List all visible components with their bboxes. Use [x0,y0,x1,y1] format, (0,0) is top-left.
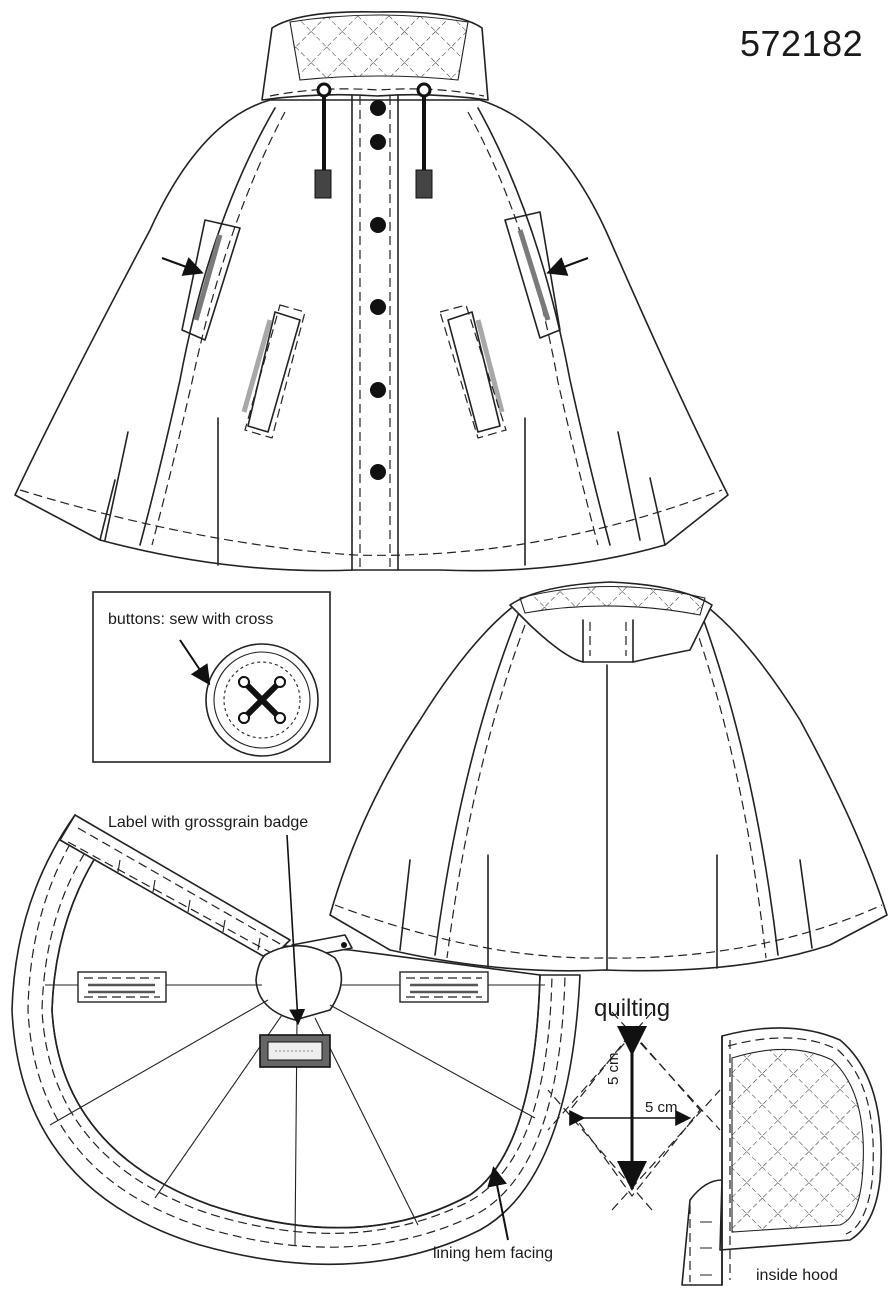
front-buttons [370,100,386,480]
lining-callout: lining hem facing [433,1245,554,1262]
front-view-poncho [14,11,729,572]
inside-hood-callout: inside hood [756,1267,838,1284]
welt-pockets [241,304,507,439]
quilting-height-dimension: 5 cm [605,1052,622,1085]
buttons-callout: buttons: sew with cross [108,611,274,628]
quilting-title: quilting [594,995,671,1022]
label-callout: Label with grossgrain badge [108,814,309,831]
quilting-width-dimension: 5 cm [645,1099,678,1116]
inside-lining-view [11,814,581,1266]
quilting-detail [547,1011,721,1211]
button-detail-box [92,591,331,763]
drawstrings [314,82,433,199]
back-view-poncho [329,581,888,972]
grosgrain-label [259,1034,331,1068]
style-number: 572182 [740,23,864,64]
arm-slits [161,211,589,341]
inside-hood-detail [681,1027,882,1286]
